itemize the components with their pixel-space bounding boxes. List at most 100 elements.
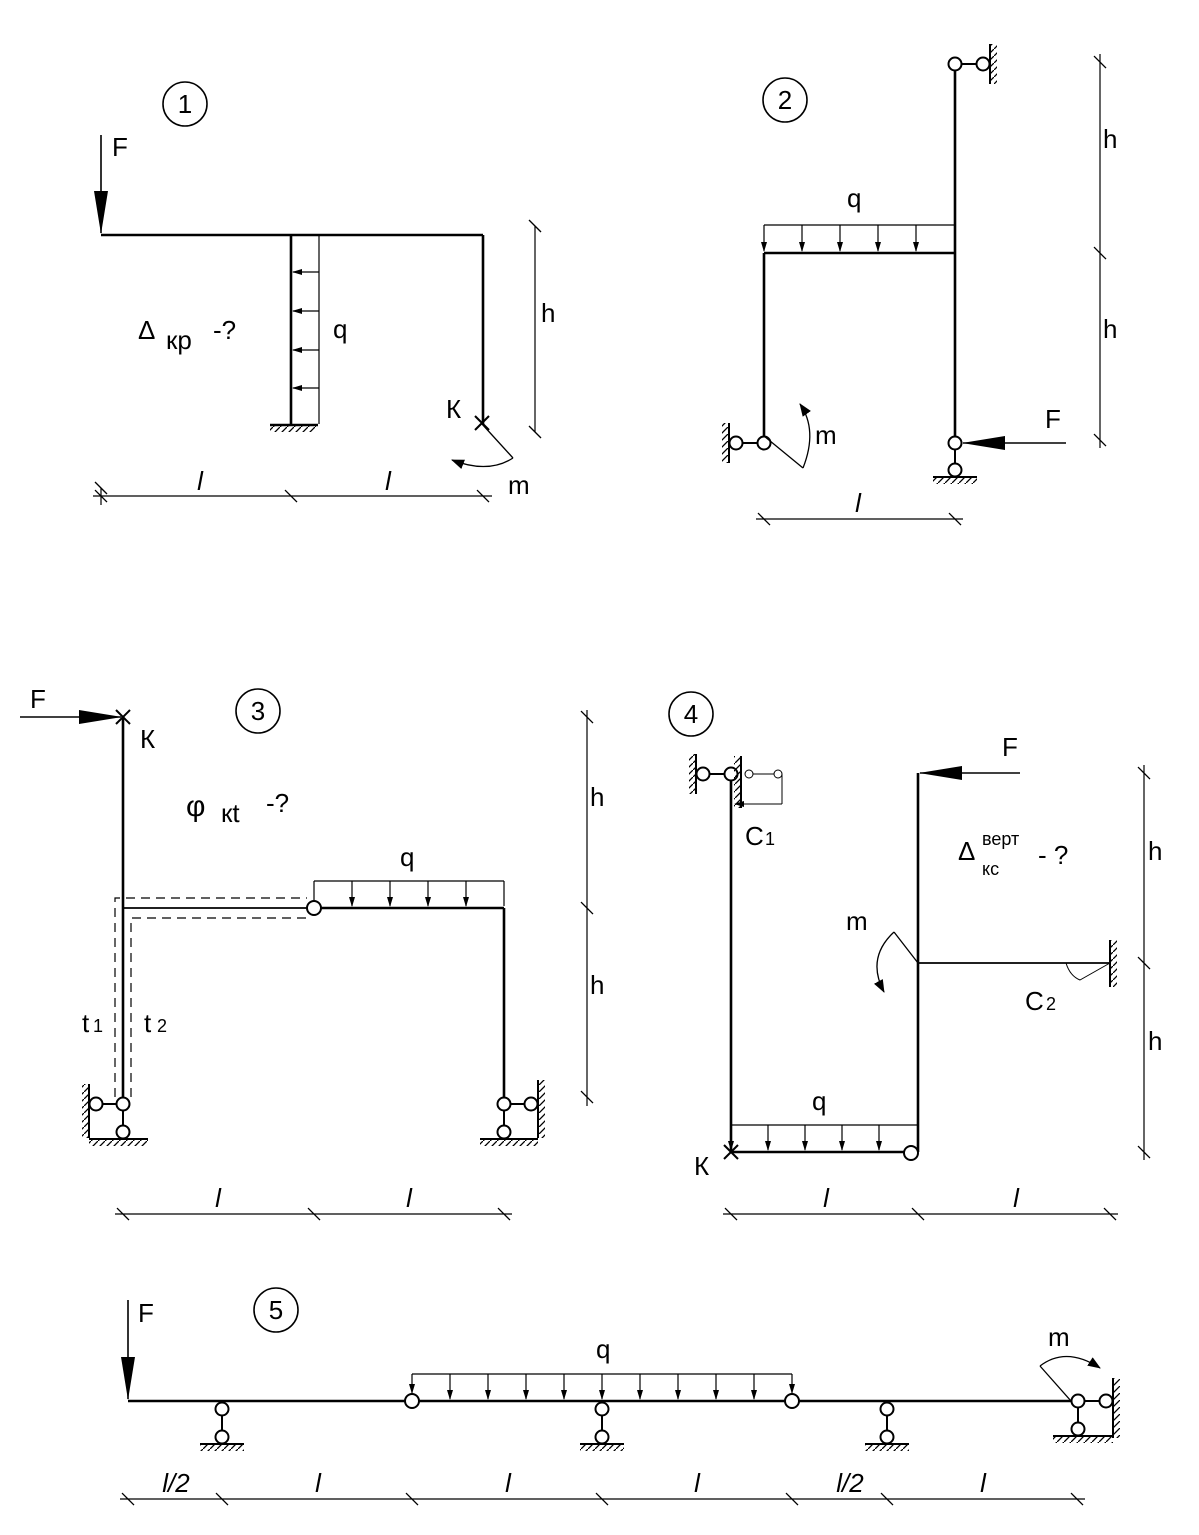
force-label: F	[112, 132, 128, 162]
dim-h-label: h	[590, 970, 604, 1000]
dim-l-label: l	[315, 1468, 322, 1498]
dim-l-label: l	[1013, 1183, 1020, 1213]
point-k-label: К	[140, 724, 155, 754]
right-double-support	[480, 1080, 545, 1146]
force-label: F	[30, 684, 46, 714]
settlement-label-1: C 1	[745, 821, 775, 851]
svg-text:2: 2	[1046, 994, 1056, 1014]
frame-members	[731, 773, 1110, 1152]
dim-l-label: l	[823, 1183, 830, 1213]
right-end-support	[1053, 1378, 1120, 1443]
distributed-load	[293, 235, 319, 424]
svg-text:-?: -?	[266, 788, 289, 818]
force-label: F	[1002, 732, 1018, 762]
distributed-load-label: q	[812, 1086, 826, 1116]
dim-l-label: l/2	[162, 1468, 190, 1498]
moment-arrow	[452, 424, 513, 467]
frame-members	[764, 70, 955, 436]
temperature-label-1: t 1	[82, 1008, 103, 1038]
moment-label: m	[846, 906, 868, 936]
diagram-4: 4 C 1 F	[669, 692, 1162, 1214]
roller-support	[200, 1403, 244, 1452]
fixed-support	[270, 425, 318, 432]
temperature-label-2: t 2	[144, 1008, 167, 1038]
dim-l-label: l	[505, 1468, 512, 1498]
distributed-load-label: q	[400, 842, 414, 872]
diagram-number: 4	[684, 699, 698, 729]
diagram-number: 5	[269, 1295, 283, 1325]
dim-h-label: h	[1148, 1026, 1162, 1056]
dim-l-label: l	[406, 1183, 413, 1213]
frame-members	[101, 235, 483, 424]
svg-text:t: t	[144, 1008, 152, 1038]
distributed-load	[731, 1125, 918, 1150]
query-label: φ кt -?	[186, 788, 289, 828]
settlement-label-2: C 2	[1025, 986, 1056, 1016]
query-label: Δ верт кс - ?	[958, 829, 1068, 879]
svg-text:Δ: Δ	[138, 315, 155, 345]
rotation-arc	[1066, 963, 1110, 980]
hinge-beam	[904, 1146, 918, 1160]
svg-text:t: t	[82, 1008, 90, 1038]
svg-text:кс: кс	[982, 859, 999, 879]
hinge-beam	[307, 901, 321, 915]
roller-support	[865, 1403, 909, 1452]
moment-label: m	[508, 470, 530, 500]
top-left-support	[689, 754, 741, 808]
temperature-dashed-lines	[115, 898, 307, 1097]
distributed-load	[412, 1374, 792, 1399]
dim-l-label: l	[694, 1468, 701, 1498]
dim-l-label: l	[980, 1468, 987, 1498]
point-k-label: К	[694, 1151, 709, 1181]
distributed-load-label: q	[333, 314, 347, 344]
dim-h-label: h	[1103, 124, 1117, 154]
distributed-load-label: q	[847, 183, 861, 213]
moment-arrow	[1040, 1356, 1100, 1401]
roller-support	[580, 1403, 624, 1452]
svg-text:Δ: Δ	[958, 836, 975, 866]
moment-label: m	[1048, 1322, 1070, 1352]
dim-h-label: h	[590, 782, 604, 812]
query-label: Δ кр -?	[138, 315, 236, 355]
moment-arrow	[877, 932, 918, 992]
dim-l-label: l	[215, 1183, 222, 1213]
svg-text:-?: -?	[213, 315, 236, 345]
diagram-5: 5 F	[120, 1288, 1120, 1499]
fixed-support-right	[1110, 940, 1117, 987]
dim-l-label: l/2	[836, 1468, 864, 1498]
diagram-number: 1	[178, 89, 192, 119]
svg-text:1: 1	[93, 1016, 103, 1036]
diagram-number: 3	[251, 696, 265, 726]
diagram-3: 3 К F φ кt -?	[20, 684, 604, 1214]
dim-l-label: l	[385, 466, 392, 496]
svg-text:1: 1	[765, 829, 775, 849]
distributed-load-label: q	[596, 1334, 610, 1364]
moment-arrow	[764, 404, 810, 468]
dim-h-label: h	[1103, 314, 1117, 344]
dim-h-label: h	[541, 298, 555, 328]
point-k-label: К	[446, 394, 461, 424]
settlement-ghost-support	[735, 770, 782, 804]
svg-text:кр: кр	[166, 325, 192, 355]
svg-text:C: C	[1025, 986, 1044, 1016]
svg-text:φ: φ	[186, 790, 205, 823]
diagram-number: 2	[778, 85, 792, 115]
dim-l-label: l	[197, 466, 204, 496]
moment-label: m	[815, 420, 837, 450]
diagram-2: 2	[722, 44, 1117, 519]
svg-text:верт: верт	[982, 829, 1019, 849]
svg-text:C: C	[745, 821, 764, 851]
svg-text:кt: кt	[221, 798, 240, 828]
distributed-load	[314, 881, 504, 906]
distributed-load	[764, 225, 955, 251]
force-label: F	[138, 1298, 154, 1328]
svg-text:- ?: - ?	[1038, 840, 1068, 870]
dim-h-label: h	[1148, 836, 1162, 866]
dim-l-label: l	[855, 488, 862, 518]
force-label: F	[1045, 404, 1061, 434]
dimension-l	[93, 488, 492, 505]
diagram-1: 1 F q Δ кр -?	[93, 82, 555, 505]
svg-text:2: 2	[157, 1016, 167, 1036]
